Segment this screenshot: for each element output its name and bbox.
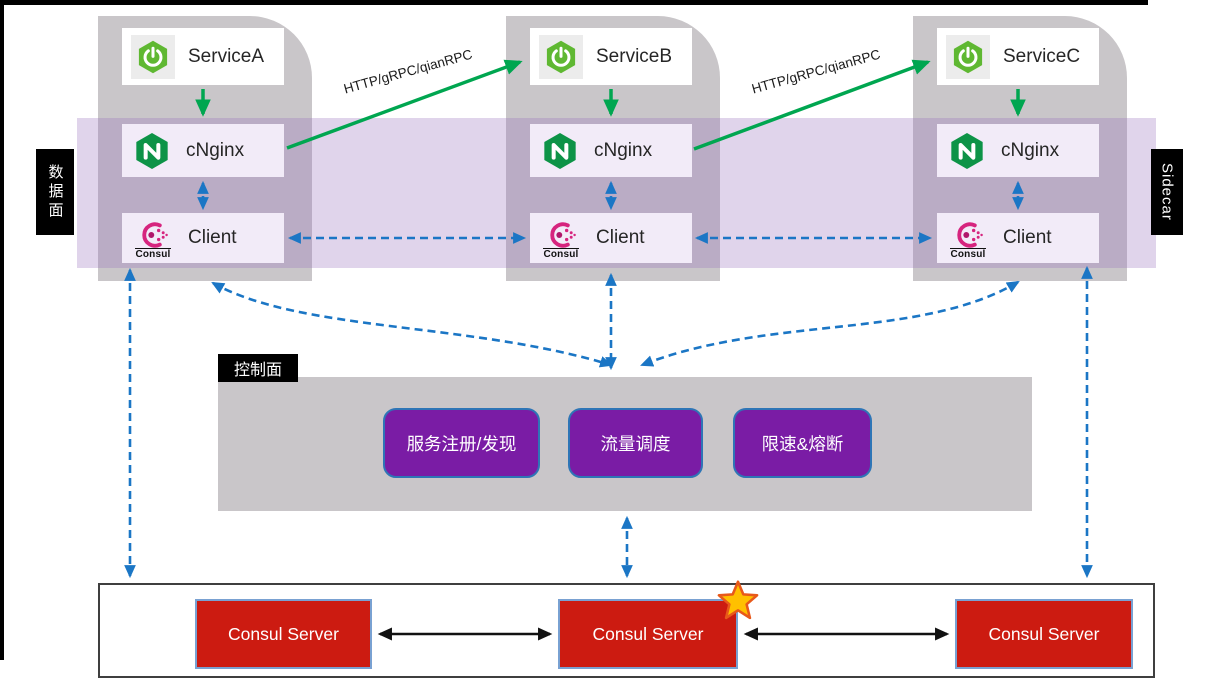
consul-icon: Consul [946, 220, 990, 260]
column-c-content: ServiceC cNginx Consul Client [913, 16, 1127, 281]
service-a-box: ServiceA [122, 28, 284, 85]
feature-service-registry: 服务注册/发现 [383, 408, 540, 478]
frame-edge-left [0, 0, 4, 660]
spring-boot-icon [539, 34, 583, 79]
proxy-name: cNginx [186, 139, 245, 161]
consul-wordmark: Consul [135, 248, 171, 260]
service-name: ServiceB [596, 45, 673, 67]
service-name: ServiceA [188, 45, 265, 67]
consul-client-b-box: Consul Client [530, 213, 692, 263]
column-b-content: ServiceB cNginx Consul Client [506, 16, 720, 281]
consul-server-2: Consul Server [558, 599, 738, 669]
spring-boot-icon [946, 34, 990, 79]
cnginx-a-box: cNginx [122, 124, 284, 177]
service-c-box: ServiceC [937, 28, 1099, 85]
data-plane-label: 数据面 [36, 149, 74, 235]
rpc-link-label-2: HTTP/gRPC/qianRPC [750, 46, 882, 97]
client-name: Client [1003, 227, 1052, 248]
service-name: ServiceC [1003, 45, 1081, 67]
leader-star-icon [717, 580, 759, 620]
frame-edge-top [0, 0, 1148, 5]
consul-client-a-box: Consul Client [122, 213, 284, 263]
consul-wordmark: Consul [950, 248, 986, 260]
cnginx-c-box: cNginx [937, 124, 1099, 177]
control-plane-label: 控制面 [218, 354, 298, 382]
nginx-icon [131, 130, 173, 172]
consul-client-c-box: Consul Client [937, 213, 1099, 263]
consul-icon: Consul [539, 220, 583, 260]
consul-server-3: Consul Server [955, 599, 1133, 669]
proxy-name: cNginx [1001, 139, 1060, 161]
client-name: Client [596, 227, 645, 248]
nginx-icon [539, 130, 581, 172]
rpc-link-label-1: HTTP/gRPC/qianRPC [342, 46, 474, 97]
client-name: Client [188, 227, 237, 248]
service-b-box: ServiceB [530, 28, 692, 85]
sidecar-label: Sidecar [1151, 149, 1183, 235]
nginx-icon [946, 130, 988, 172]
feature-traffic-scheduling: 流量调度 [568, 408, 703, 478]
spring-boot-icon [131, 34, 175, 79]
consul-icon: Consul [131, 220, 175, 260]
proxy-name: cNginx [594, 139, 653, 161]
column-a-content: ServiceA cNginx Consul Client [98, 16, 312, 281]
consul-wordmark: Consul [543, 248, 579, 260]
consul-server-1: Consul Server [195, 599, 372, 669]
cnginx-b-box: cNginx [530, 124, 692, 177]
feature-ratelimit-circuitbreak: 限速&熔断 [733, 408, 872, 478]
